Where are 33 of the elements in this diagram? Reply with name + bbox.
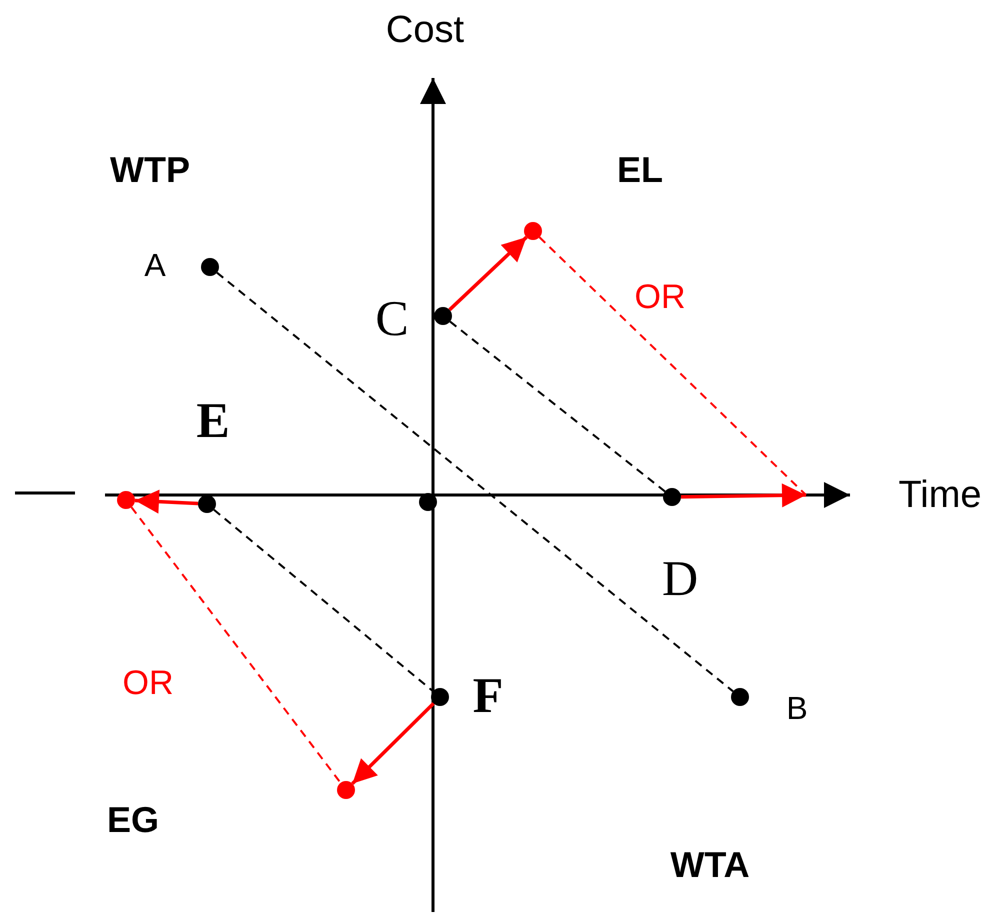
- point-marker: [731, 688, 749, 706]
- point-marker: [198, 495, 216, 513]
- axis-label: OR: [634, 280, 686, 314]
- point-label: F: [472, 670, 504, 720]
- axis-label: EG: [107, 802, 159, 838]
- point-marker: [434, 307, 452, 325]
- axis-label: Time: [898, 476, 982, 514]
- point-marker: [337, 781, 355, 799]
- point-label: D: [662, 553, 698, 603]
- axis-label: OR: [122, 666, 174, 700]
- arrow: [134, 490, 198, 514]
- dashed-line: [449, 320, 666, 492]
- point-marker: [663, 488, 681, 506]
- point-marker: [419, 493, 437, 511]
- point-marker: [524, 222, 542, 240]
- point-label: B: [786, 692, 808, 724]
- arrow: [680, 483, 806, 508]
- dashed-line: [216, 272, 734, 692]
- arrow: [448, 236, 528, 312]
- point-marker: [431, 688, 449, 706]
- point-label: C: [375, 293, 409, 343]
- axis-label: Cost: [386, 11, 464, 49]
- dashed-line: [538, 236, 807, 496]
- point-label: A: [144, 249, 166, 281]
- point-marker: [117, 491, 135, 509]
- axis-label: WTP: [110, 152, 190, 188]
- dashed-line: [130, 506, 342, 784]
- arrow: [351, 702, 435, 785]
- dashed-line: [213, 508, 434, 692]
- point-marker: [201, 258, 219, 276]
- axis-label: WTA: [670, 847, 750, 883]
- point-label: E: [196, 395, 230, 445]
- axis-label: EL: [617, 152, 663, 188]
